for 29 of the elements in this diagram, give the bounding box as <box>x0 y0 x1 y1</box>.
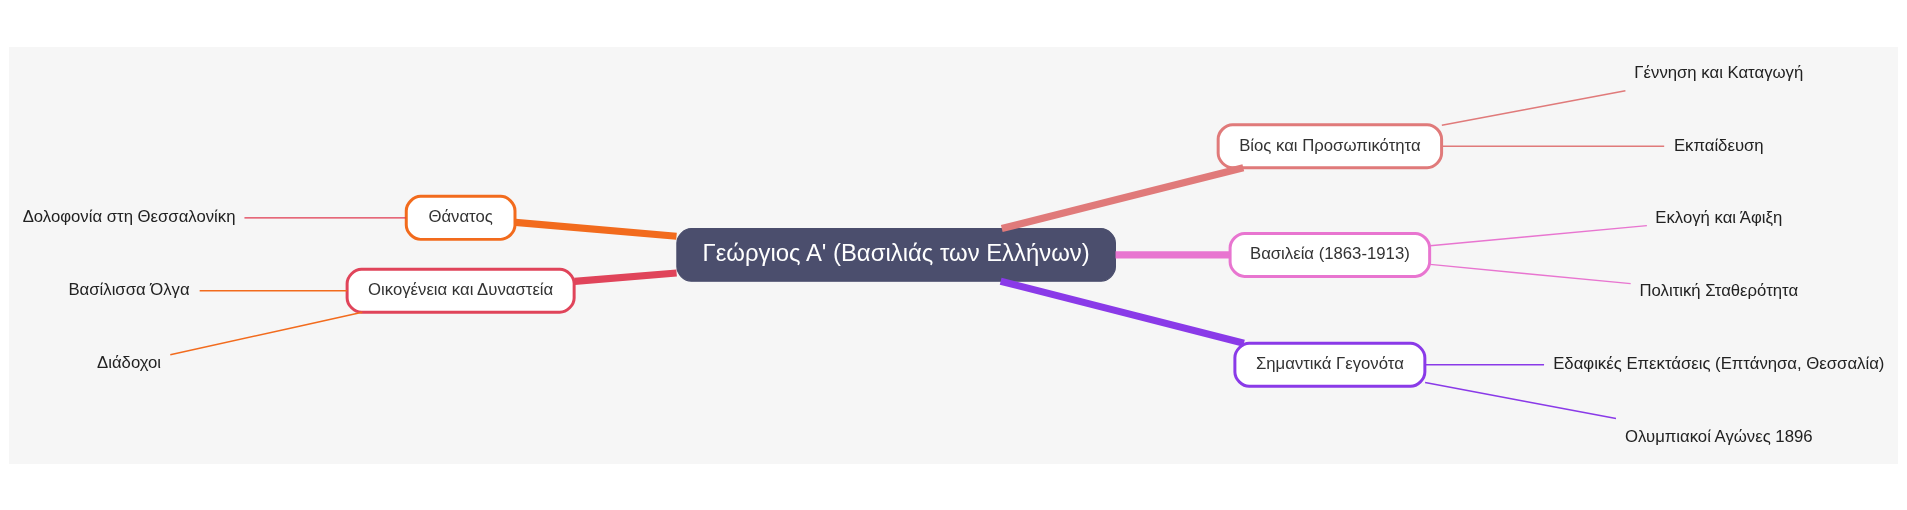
node-box: Σημαντικά Γεγονότα <box>1233 341 1427 388</box>
node-box: Γεώργιος Α' (Βασιλιάς των Ελλήνων) <box>676 227 1116 282</box>
node-box: Θάνατος <box>404 194 517 241</box>
node-text: Δολοφονία στη Θεσσαλονίκη <box>22 206 236 226</box>
node-box: Βασιλεία (1863-1913) <box>1228 231 1432 278</box>
node-text: Εκπαίδευση <box>1673 135 1764 155</box>
node-text: Ολυμπιακοί Αγώνες 1896 <box>1625 426 1813 446</box>
node-text: Πολιτική Σταθερότητα <box>1639 280 1799 300</box>
node-text: Βασίλισσα Όλγα <box>68 279 190 299</box>
connector <box>574 268 677 285</box>
connector <box>999 277 1245 347</box>
connector <box>1429 263 1632 284</box>
connector <box>243 216 407 219</box>
connector <box>1441 89 1627 126</box>
connector <box>1115 250 1230 258</box>
connector <box>1000 163 1245 232</box>
node-text: Εδαφικές Επεκτάσεις (Επτάνησα, Θεσσαλία) <box>1553 353 1885 373</box>
connector <box>1424 363 1545 366</box>
node-box: Βίος και Προσωπικότητα <box>1216 122 1444 169</box>
node-text: Διάδοχοι <box>97 352 162 372</box>
connector <box>1441 144 1665 147</box>
connector <box>1429 224 1648 246</box>
node-text: Εκλογή και Άφιξη <box>1655 207 1783 227</box>
node-box: Οικογένεια και Δυναστεία <box>345 267 576 314</box>
connector <box>1424 381 1617 419</box>
node-text: Γέννηση και Καταγωγή <box>1634 62 1804 82</box>
connector <box>198 289 348 291</box>
connector <box>515 218 677 240</box>
connector <box>169 311 363 355</box>
